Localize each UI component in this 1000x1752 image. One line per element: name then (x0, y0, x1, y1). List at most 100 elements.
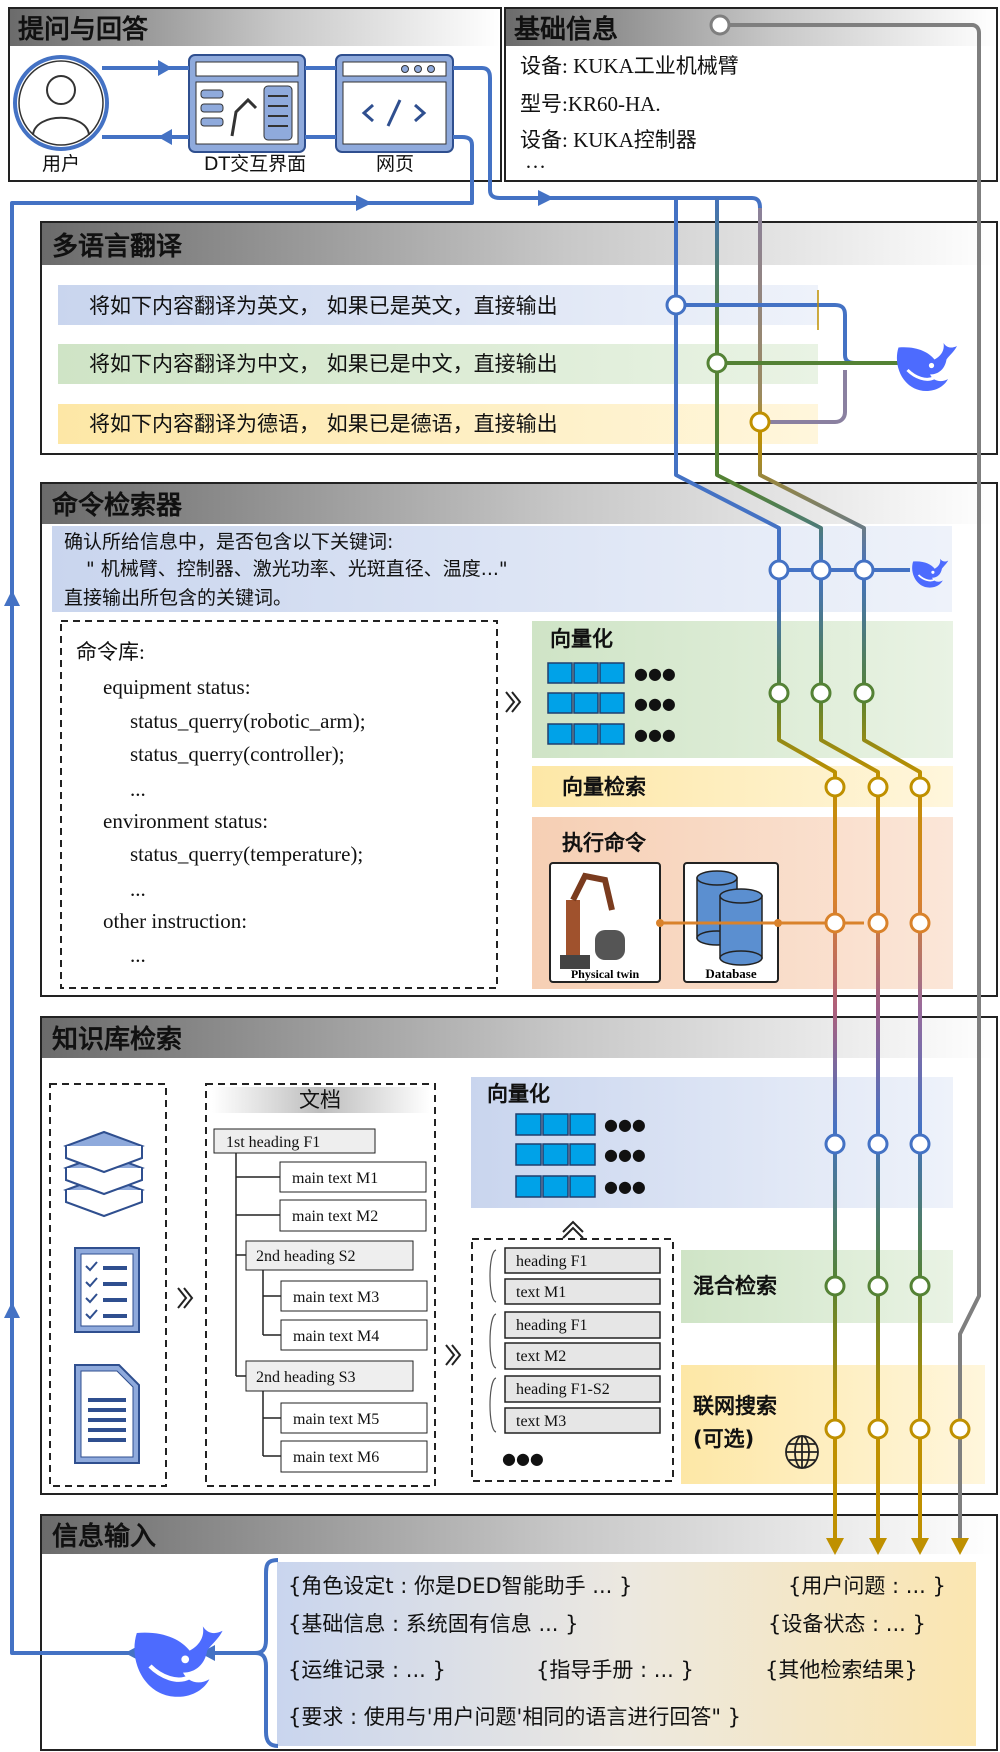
library-line: 命令库: (76, 640, 145, 664)
knowledge-vectorize-label: 向量化 (487, 1082, 550, 1106)
knowledge-retrieval-panel: 知识库检索 文档 1st heading F1 ma (40, 1016, 998, 1495)
hybrid-search-box (681, 1250, 953, 1323)
document-icon (74, 1364, 140, 1464)
dt-interface-icon[interactable] (188, 54, 306, 153)
chunk-item: text M2 (516, 1348, 566, 1365)
ellipsis: ●●● (634, 694, 676, 713)
prompt-field: {运维记录 : ... } (288, 1658, 446, 1682)
answer-return-line (10, 135, 474, 1655)
tree-node: 2nd heading S2 (256, 1248, 356, 1265)
translate-german-text: 将如下内容翻译为德语， 如果已是德语，直接输出 (89, 412, 558, 436)
hybrid-search-label: 混合检索 (693, 1274, 777, 1298)
library-line: ... (130, 943, 146, 967)
vectorize-label: 向量化 (550, 627, 613, 651)
execute-command-label: 执行命令 (562, 831, 647, 855)
library-line: other instruction: (103, 909, 247, 933)
query-line (453, 66, 762, 209)
ellipsis: ●●● (502, 1449, 544, 1468)
tree-node: main text M6 (293, 1449, 379, 1466)
command-library-box (60, 620, 498, 989)
arrow-down-icon (826, 1538, 969, 1555)
globe-icon (785, 1435, 819, 1469)
vector-search-label: 向量检索 (562, 775, 646, 799)
flow-lines (4, 23, 981, 1661)
basic-info-line: 设备: KUKA工业机械臂 (520, 54, 739, 78)
pipeline-line-2 (715, 198, 880, 1545)
chunk-item: heading F1 (516, 1317, 588, 1334)
tree-node: main text M4 (293, 1328, 379, 1345)
books-icon (63, 1130, 145, 1218)
user-label: 用户 (42, 153, 80, 175)
tree-node: main text M1 (292, 1170, 378, 1187)
basic-info-title: 基础信息 (514, 14, 618, 45)
prompt-field: {基础信息 : 系统固有信息 ... } (288, 1612, 579, 1636)
arrow-right-icon (158, 60, 172, 76)
webpage-icon[interactable] (335, 54, 454, 153)
prompt-field: {设备状态 : ... } (768, 1612, 926, 1636)
library-line: status_querry(robotic_arm); (130, 709, 366, 733)
web-search-label: 联网搜索 (693, 1394, 777, 1418)
webpage-label: 网页 (376, 153, 414, 175)
knowledge-title: 知识库检索 (52, 1024, 182, 1055)
document-title: 文档 (299, 1088, 341, 1112)
chevron-right-icon (445, 1344, 462, 1366)
tree-node: main text M2 (292, 1208, 378, 1225)
chunk-item: heading F1 (516, 1253, 588, 1270)
pipeline-line-1 (674, 198, 837, 1545)
ellipsis: ●●● (604, 1177, 646, 1196)
arrow-right-icon (538, 190, 554, 206)
tree-node: main text M5 (293, 1411, 379, 1428)
ellipsis: ●●● (634, 664, 676, 683)
chunk-item: text M1 (516, 1284, 566, 1301)
qa-title: 提问与回答 (18, 14, 149, 45)
arrow-right-icon (356, 195, 372, 211)
chevron-right-icon (177, 1287, 194, 1309)
basic-info-line (720, 23, 981, 1545)
translate-row-german (58, 404, 818, 444)
command-retriever-panel: 命令检索器 确认所给信息中，是否包含以下关键词: " 机械臂、控制器、激光功率、… (40, 482, 998, 997)
checklist-icon (74, 1247, 140, 1333)
prompt-field: {用户问题 : ... } (788, 1574, 946, 1598)
basic-info-panel: 基础信息 设备: KUKA工业机械臂 型号:KR60-HA. 设备: KUKA控… (504, 7, 998, 182)
keyword-prompt-line: " 机械臂、控制器、激光功率、光斑直径、温度..." (86, 558, 508, 580)
prompt-field: {角色设定t : 你是DED智能助手 ... } (288, 1574, 632, 1598)
dt-interface-label: DT交互界面 (204, 153, 306, 175)
ellipsis: ●●● (604, 1115, 646, 1134)
library-line: status_querry(controller); (130, 742, 345, 766)
command-title: 命令检索器 (52, 490, 183, 521)
library-line: environment status: (103, 809, 268, 833)
chunk-item: text M3 (516, 1413, 566, 1430)
qa-panel: 提问与回答 用户 DT交互界面 网页 (8, 7, 502, 182)
physical-twin-image: Physical twin (549, 862, 661, 983)
keyword-prompt-line: 直接输出所包含的关键词。 (64, 587, 292, 609)
tree-node: 1st heading F1 (226, 1134, 320, 1151)
vector-grid-icon (515, 1113, 596, 1198)
prompt-field: {要求 : 使用与'用户问题'相同的语言进行回答" } (288, 1705, 741, 1729)
web-search-optional-label: (可选) (693, 1427, 754, 1451)
prompt-field: {其他检索结果} (765, 1658, 918, 1682)
tree-node: main text M3 (293, 1289, 379, 1306)
library-line: ... (130, 877, 146, 901)
prompt-field: {指导手册 : ... } (536, 1658, 694, 1682)
info-input-panel: 信息输入 {角色设定t : 你是DED智能助手 ... } {用户问题 : ..… (40, 1514, 998, 1751)
chunk-item: heading F1-S2 (516, 1381, 610, 1398)
vector-grid-icon (547, 662, 625, 745)
chevron-up-icon (562, 1220, 584, 1239)
tree-node: 2nd heading S3 (256, 1369, 356, 1386)
basic-info-line: … (525, 149, 546, 173)
info-input-title: 信息输入 (52, 1521, 156, 1552)
chevron-right-icon (505, 691, 522, 713)
library-line: ... (130, 777, 146, 801)
prompt-template-box (277, 1562, 976, 1746)
database-label: Database (705, 966, 757, 981)
user-icon (13, 55, 109, 151)
library-line: status_querry(temperature); (130, 842, 363, 866)
flow-nodes (665, 14, 971, 1440)
translation-title: 多语言翻译 (52, 232, 183, 262)
basic-info-line: 设备: KUKA控制器 (520, 128, 697, 152)
translate-row-chinese (58, 344, 818, 384)
basic-info-line: 型号:KR60-HA. (520, 92, 661, 116)
physical-twin-label: Physical twin (571, 967, 640, 981)
code-icon (361, 99, 427, 127)
